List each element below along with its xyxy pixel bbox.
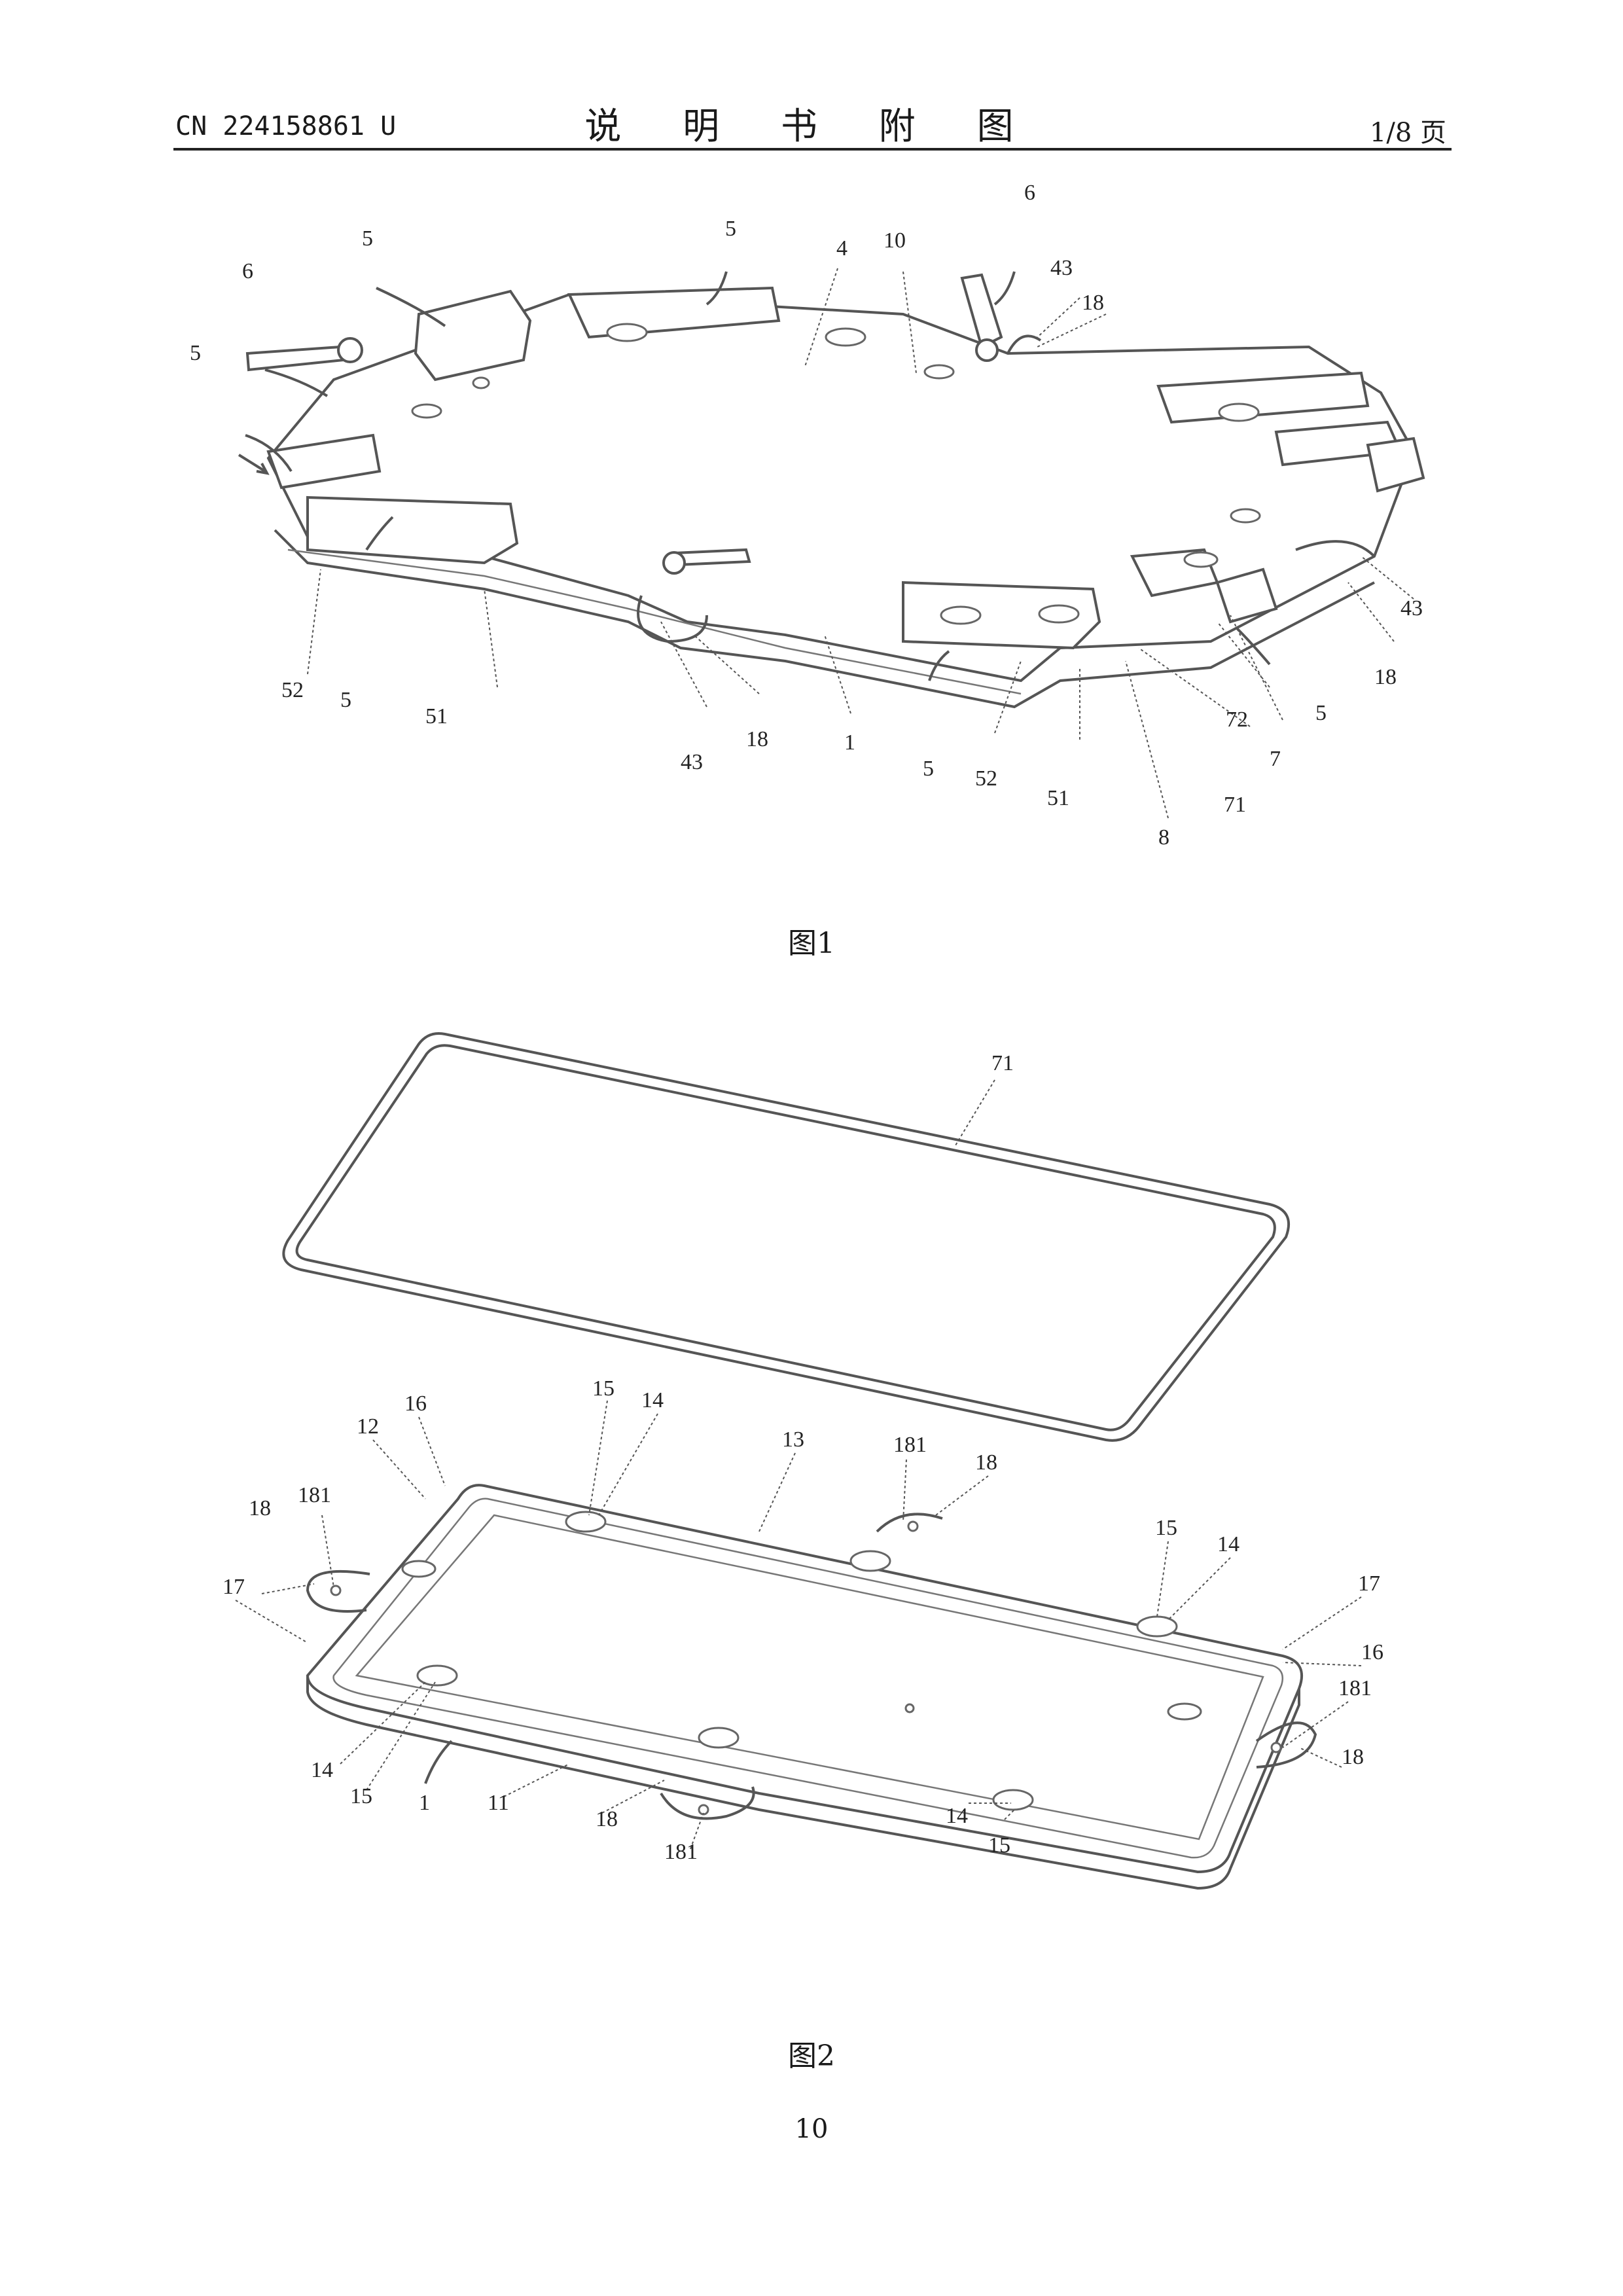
label-text: 43 xyxy=(1050,256,1073,280)
label-text: 18 xyxy=(1082,291,1104,315)
figure-2: 71 16 12 15 14 13 181 18 181 18 15 14 17… xyxy=(0,982,1623,2042)
label-text: 18 xyxy=(1374,665,1397,689)
label-text: 1 xyxy=(844,730,855,755)
label-text: 5 xyxy=(190,341,201,365)
label-text: 16 xyxy=(1361,1640,1383,1664)
label-text: 7 xyxy=(1270,747,1281,771)
label-text: 43 xyxy=(681,750,703,774)
figure-2-drawing: 71 16 12 15 14 13 181 18 181 18 15 14 17… xyxy=(0,982,1623,2042)
label-text: 14 xyxy=(311,1758,333,1782)
label-text: 14 xyxy=(641,1388,664,1412)
label-text: 18 xyxy=(249,1496,271,1520)
label-text: 5 xyxy=(923,757,934,781)
label-text: 16 xyxy=(404,1391,427,1416)
label-text: 4 xyxy=(836,236,847,260)
page-info: 1/8 页 xyxy=(1370,111,1446,149)
label-text: 5 xyxy=(725,217,736,241)
label-text: 5 xyxy=(362,226,373,251)
label-text: 13 xyxy=(782,1427,804,1452)
label-text: 51 xyxy=(425,704,448,728)
label-text: 71 xyxy=(991,1051,1014,1075)
label-text: 43 xyxy=(1400,596,1423,620)
label-text: 18 xyxy=(975,1450,997,1475)
label-text: 18 xyxy=(1342,1745,1364,1769)
label-text: 1 xyxy=(419,1791,430,1815)
figure-1-drawing: 5 6 5 4 10 6 43 18 5 6 52 5 51 43 18 1 5… xyxy=(0,164,1623,916)
label-text: 14 xyxy=(946,1804,968,1828)
label-text: 5 xyxy=(340,688,351,712)
label-text: 18 xyxy=(746,727,768,751)
label-text: 6 xyxy=(242,259,253,283)
label-text: 181 xyxy=(664,1840,698,1864)
label-text: 11 xyxy=(488,1791,509,1815)
label-text: 181 xyxy=(893,1433,927,1457)
label-text: 181 xyxy=(298,1483,331,1507)
label-text: 71 xyxy=(1224,793,1246,817)
label-text: 181 xyxy=(1338,1676,1372,1700)
page-number: 10 xyxy=(0,2114,1623,2144)
label-text: 5 xyxy=(1315,701,1327,725)
label-text: 12 xyxy=(357,1414,379,1439)
label-text: 52 xyxy=(975,766,997,791)
label-text: 6 xyxy=(1024,181,1035,205)
label-text: 8 xyxy=(1158,825,1169,850)
label-text: 17 xyxy=(223,1575,245,1599)
label-text: 10 xyxy=(883,228,906,253)
label-text: 72 xyxy=(1226,708,1248,732)
figure-1: 5 6 5 4 10 6 43 18 5 6 52 5 51 43 18 1 5… xyxy=(0,164,1623,916)
label-text: 15 xyxy=(988,1833,1010,1857)
label-text: 17 xyxy=(1358,1571,1380,1596)
header-rule xyxy=(173,148,1452,151)
label-text: 15 xyxy=(592,1376,615,1401)
label-text: 18 xyxy=(596,1807,618,1831)
label-text: 15 xyxy=(350,1784,372,1808)
figure-1-caption: 图1 xyxy=(0,920,1623,961)
label-text: 51 xyxy=(1047,786,1069,810)
label-text: 52 xyxy=(281,678,304,702)
label-text: 15 xyxy=(1155,1516,1177,1540)
figure-2-caption: 图2 xyxy=(0,2032,1623,2074)
page-header: CN 224158861 U 说 明 书 附 图 1/8 页 xyxy=(0,0,1623,157)
label-text: 14 xyxy=(1217,1532,1240,1556)
